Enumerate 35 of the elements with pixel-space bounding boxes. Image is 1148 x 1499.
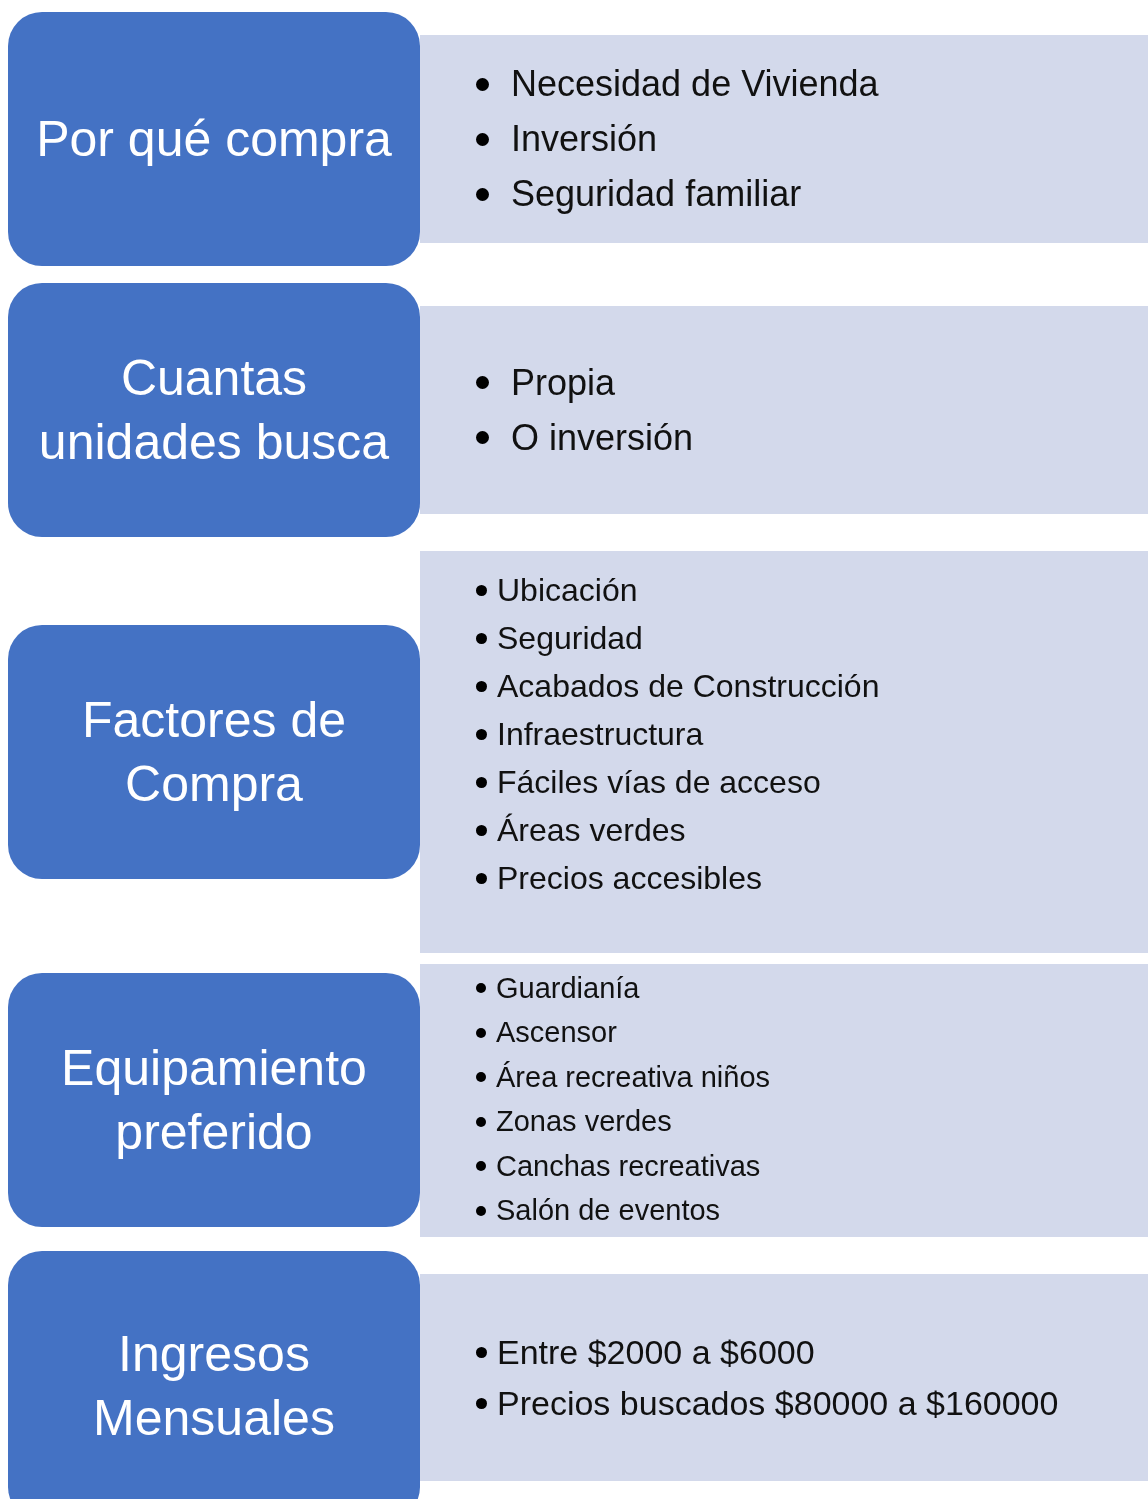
bullet-panel (420, 964, 1148, 1237)
bullet-item: Zonas verdes (496, 1105, 672, 1139)
bullet-item: Guardianía (496, 971, 640, 1005)
bullet-item: Salón de eventos (496, 1194, 721, 1228)
category-box (8, 1251, 420, 1499)
bullet-item: Áreas verdes (497, 811, 686, 849)
bullet-panel (420, 306, 1148, 514)
category-box (8, 973, 420, 1227)
bullet-panel (420, 35, 1148, 243)
bullet-item: Seguridad familiar (511, 173, 802, 215)
bullet-item: O inversión (511, 416, 694, 459)
bullet-item: Propia (511, 361, 616, 404)
bullet-item: Precios accesibles (497, 859, 762, 897)
bullet-item: Seguridad (497, 619, 643, 657)
category-title: Equipamiento preferido (60, 1039, 368, 1162)
category-box (8, 12, 420, 266)
bullet-item: Fáciles vías de acceso (497, 763, 821, 801)
bullet-item: Entre $2000 a $6000 (497, 1332, 815, 1372)
category-title: Ingresos Mensuales (92, 1325, 336, 1448)
bullet-item: Ubicación (497, 571, 638, 609)
category-box (8, 283, 420, 537)
bullet-panel (420, 551, 1148, 953)
category-box (8, 625, 420, 879)
bullet-item: Infraestructura (497, 715, 704, 753)
bullet-item: Área recreativa niños (496, 1060, 771, 1094)
bullet-panel (420, 1274, 1148, 1481)
bullet-item: Inversión (511, 118, 658, 160)
category-title: Factores de Compra (81, 691, 347, 814)
bullet-item: Canchas recreativas (496, 1149, 761, 1183)
bullet-item: Necesidad de Vivienda (511, 63, 879, 105)
bullet-item: Ascensor (496, 1016, 617, 1050)
category-title: Por qué compra (36, 110, 392, 169)
category-title: Cuantas unidades busca (37, 349, 391, 472)
bullet-item: Precios buscados $80000 a $160000 (497, 1383, 1059, 1423)
bullet-item: Acabados de Construcción (497, 667, 880, 705)
